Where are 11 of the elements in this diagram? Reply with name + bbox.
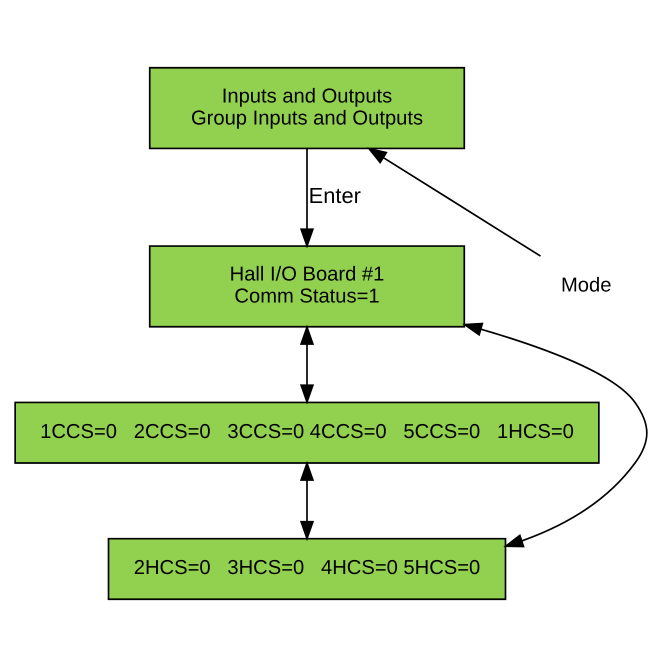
node-text: Mode (561, 274, 612, 296)
node-box: Inputs and Outputs Group Inputs and Outputs (148, 66, 466, 149)
arrow (462, 322, 648, 547)
arrow (366, 146, 541, 256)
node-box: 2HCS=0 3HCS=0 4HCS=0 5HCS=0 (108, 537, 506, 600)
arrow (300, 324, 314, 404)
node-box: 1CCS=0 2CCS=0 3CCS=0 4CCS=0 5CCS=0 1HCS=0 (14, 401, 600, 464)
edge-label: Enter (308, 182, 361, 208)
arrow (300, 148, 314, 248)
arrow (300, 460, 314, 541)
node-box: Hall I/O Board #1 Comm Status=1 (148, 244, 466, 328)
